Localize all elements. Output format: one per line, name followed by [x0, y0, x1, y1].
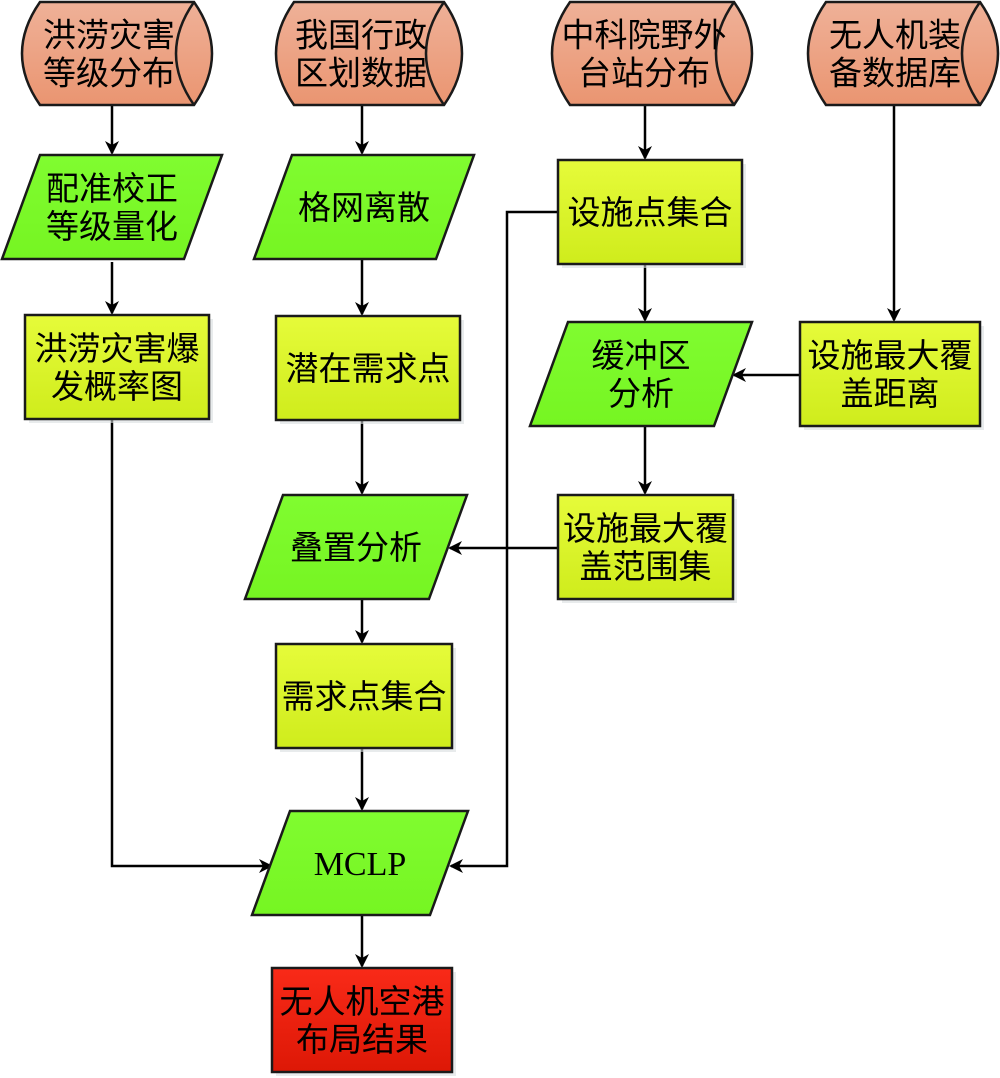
node-label: 设施最大覆	[563, 509, 728, 548]
node-label: 盖距离	[841, 374, 940, 413]
node-label: 设施最大覆	[808, 336, 973, 375]
node-label: 缓冲区	[592, 336, 691, 375]
node-label: 分析	[608, 374, 674, 413]
result-shape	[270, 966, 454, 1074]
node-label: 等级分布	[43, 54, 175, 93]
node-label: 叠置分析	[290, 528, 422, 567]
data-shape	[556, 493, 735, 601]
node-label: 需求点集合	[282, 677, 447, 716]
node-demand-set[interactable]: 需求点集合	[274, 642, 456, 752]
process-shape	[252, 153, 476, 261]
cylinder-end	[174, 1, 196, 106]
node-potential-demand[interactable]: 潜在需求点	[274, 314, 464, 424]
process-shape	[0, 153, 224, 261]
process-shape	[528, 320, 754, 428]
edge-facility-set-to-mclp	[449, 210, 558, 873]
data-shape	[274, 314, 462, 422]
node-facility-set[interactable]: 设施点集合	[556, 158, 746, 268]
node-label: 潜在需求点	[286, 349, 451, 388]
node-label: 无人机空港	[280, 982, 445, 1021]
node-label: 格网离散	[298, 188, 430, 227]
node-label: 布局结果	[296, 1020, 428, 1059]
node-label: 设施点集合	[568, 193, 733, 232]
node-overlay-analysis[interactable]: 叠置分析	[243, 493, 469, 601]
node-label: 盖范围集	[580, 547, 712, 586]
node-grid-discrete[interactable]: 格网离散	[252, 153, 476, 261]
node-label: 中科院野外	[562, 16, 727, 55]
node-label: 台站分布	[578, 54, 710, 93]
node-label: 洪涝灾害	[43, 16, 175, 55]
node-label: 等级量化	[46, 207, 178, 246]
node-label: 区划数据	[295, 54, 427, 93]
node-label: 洪涝灾害爆	[35, 329, 200, 368]
node-label: 配准校正	[46, 169, 178, 208]
data-shape	[274, 642, 454, 750]
cylinder-end	[714, 1, 736, 106]
data-shape	[23, 313, 211, 421]
node-label: 无人机装	[829, 16, 961, 55]
node-label: 备数据库	[829, 54, 961, 93]
node-label: MCLP	[314, 846, 407, 883]
process-shape	[243, 493, 469, 601]
process-shape	[250, 809, 470, 917]
data-shape	[798, 320, 982, 428]
edges	[105, 105, 901, 968]
node-label: 我国行政	[295, 16, 427, 55]
cylinder-end	[960, 1, 982, 106]
cylinder-end	[424, 1, 446, 106]
node-label: 发概率图	[51, 367, 183, 406]
edge-flood-probability-map-to-mclp	[110, 419, 273, 873]
node-mclp[interactable]: MCLP	[250, 809, 470, 917]
data-shape	[556, 158, 744, 266]
